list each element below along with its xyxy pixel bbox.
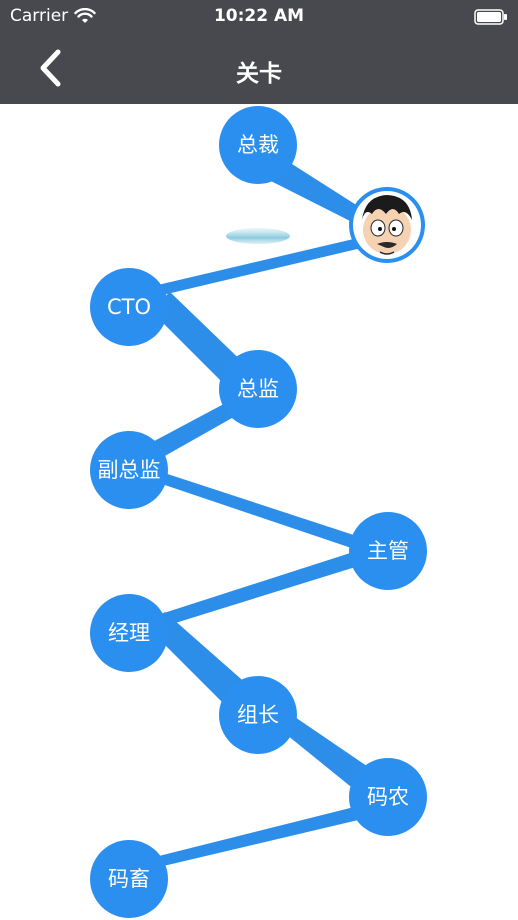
app-header: Carrier 10:22 AM 关卡 [0,0,518,104]
back-button[interactable] [30,46,74,90]
level-label: 码畜 [108,867,150,891]
level-node-maxu[interactable]: 码畜 [90,840,168,918]
level-connectors [128,150,402,872]
level-label: 总监 [237,377,279,401]
connector-fuzongjian-zhuguan [140,465,375,556]
player-avatar-icon [362,195,412,255]
level-node-jingli[interactable]: 经理 [90,594,168,672]
level-node-cto[interactable]: CTO [90,268,168,346]
battery-icon [474,9,507,25]
level-label: 总裁 [237,133,279,157]
glow-decoration [226,228,290,244]
connector-zhuguan-jingli [136,545,378,634]
level-node-manong[interactable]: 码农 [349,758,427,836]
level-label: 码农 [367,785,409,809]
level-node-zuzhang[interactable]: 组长 [219,676,297,754]
connector-manong-maxu [135,800,392,872]
player-avatar [349,187,425,263]
wifi-icon [74,8,96,23]
chevron-left-icon [40,49,61,87]
carrier-info: Carrier [10,6,96,26]
status-bar: Carrier 10:22 AM [0,0,518,34]
status-time: 10:22 AM [213,6,305,26]
page-title: 关卡 [236,61,282,87]
level-label: 组长 [237,703,279,727]
connector-avatar-cto [145,237,370,298]
carrier-label: Carrier [10,6,69,26]
level-label: 副总监 [98,458,161,482]
level-label: CTO [107,295,151,319]
level-node-zongcai[interactable]: 总裁 [219,106,297,184]
level-map: 总裁 CTO 总监 副总监 [0,104,518,920]
level-label: 主管 [367,539,409,563]
level-node-zhuguan[interactable]: 主管 [349,512,427,590]
level-node-zongjian[interactable]: 总监 [219,350,297,428]
level-label: 经理 [108,621,150,645]
level-node-fuzongjian[interactable]: 副总监 [90,431,168,509]
level-path-canvas: 总裁 CTO 总监 副总监 [90,106,427,918]
navigation-bar: 关卡 [0,34,518,104]
